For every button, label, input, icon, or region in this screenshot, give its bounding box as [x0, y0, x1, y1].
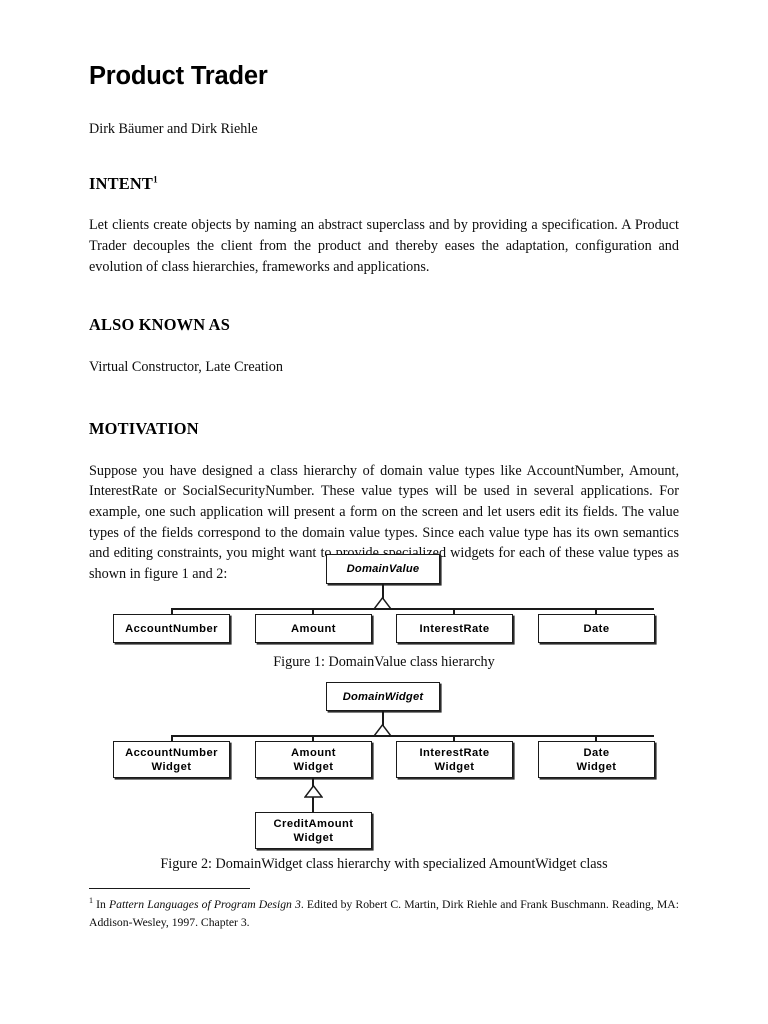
class-box-date[interactable]: Date [538, 614, 655, 643]
class-box-amount[interactable]: Amount [255, 614, 372, 643]
footnote-part-2: . Edited by Robert C. Martin, Dirk Riehl… [89, 898, 679, 930]
leaf-generalization-stem-upper [312, 778, 314, 788]
footnote-marker: 1 [89, 896, 93, 906]
section-body-also-known-as: Virtual Constructor, Late Creation [89, 359, 283, 376]
footnote-separator-rule [89, 888, 250, 890]
footnote-part-1: In [96, 898, 110, 912]
leaf-generalization-stem-lower [312, 797, 314, 813]
generalization-stem [382, 584, 384, 599]
section-body-intent: Let clients create objects by naming an … [89, 217, 679, 275]
figure-1-caption: Figure 1: DomainValue class hierarchy [273, 654, 495, 670]
generalization-bus [171, 735, 654, 737]
footnote-text: 1 In Pattern Languages of Program Design… [89, 896, 679, 932]
generalization-bus [171, 608, 654, 610]
section-body-motivation: Suppose you have designed a class hierar… [89, 462, 679, 583]
generalization-stem [382, 711, 384, 726]
section-heading-also-known-as: ALSO KNOWN AS [89, 315, 231, 335]
page-title: Product Trader [89, 62, 268, 90]
author-byline: Dirk Bäumer and Dirk Riehle [89, 121, 258, 138]
class-box-domainwidget[interactable]: DomainWidget [326, 682, 440, 711]
figure-2-caption: Figure 2: DomainWidget class hierarchy w… [160, 856, 608, 872]
section-heading-intent: INTENT1 [89, 139, 679, 194]
footnote-reference-marker[interactable]: 1 [153, 174, 158, 185]
class-box-domainvalue[interactable]: DomainValue [326, 554, 440, 584]
figure-1: DomainValue AccountNumber Amount Interes… [89, 550, 679, 670]
section-heading-intent-label: INTENT [89, 173, 154, 193]
class-box-interestrate[interactable]: InterestRate [396, 614, 513, 643]
footnote-area: 1 In Pattern Languages of Program Design… [89, 888, 679, 932]
class-box-accountnumber[interactable]: AccountNumber [113, 614, 230, 643]
figure-1-diagram: DomainValue AccountNumber Amount Interes… [89, 550, 679, 650]
footnote-book-title: Pattern Languages of Program Design 3 [109, 898, 301, 912]
section-heading-motivation: MOTIVATION [89, 418, 199, 438]
page-content-column: Product Trader Dirk Bäumer and Dirk Rieh… [89, 0, 679, 585]
